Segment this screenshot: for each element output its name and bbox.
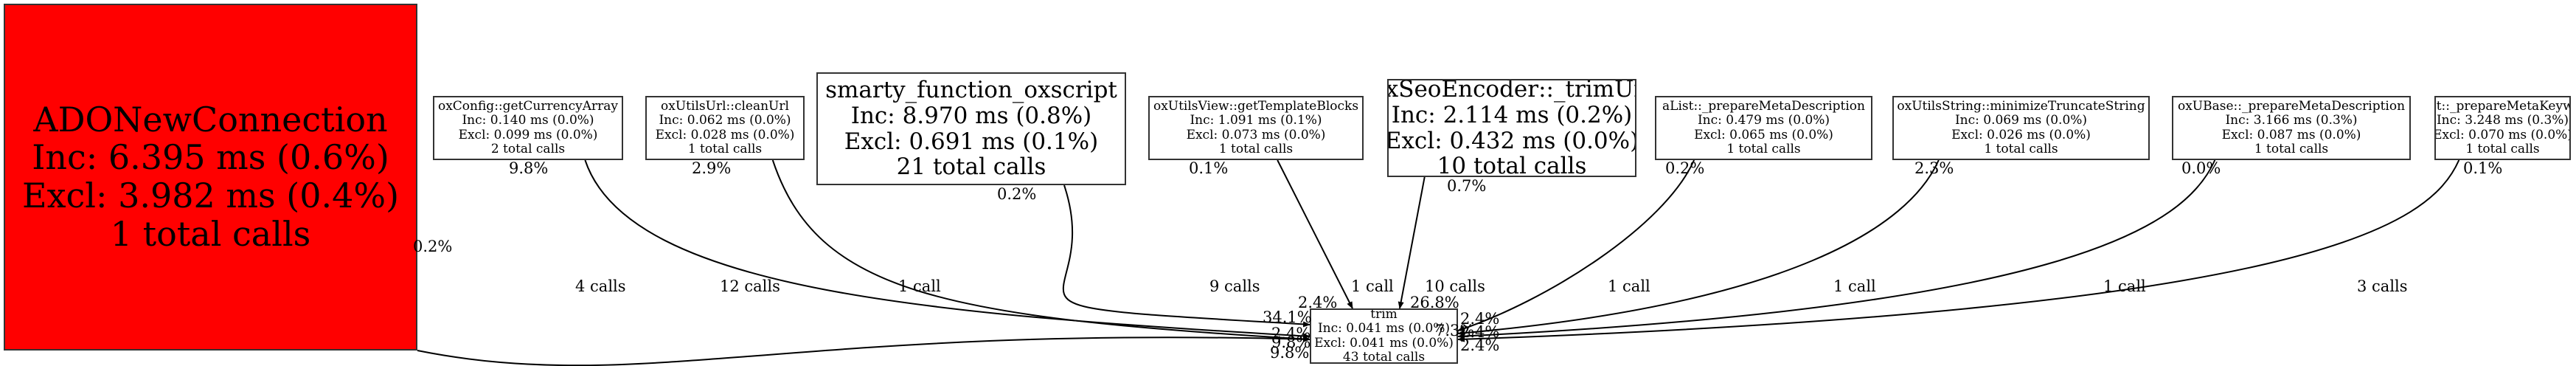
node-inclusive-time: Inc: 8.970 ms (0.8%) — [850, 102, 1092, 129]
node-name: ADONewConnection — [33, 99, 388, 139]
node-total-calls: 1 total calls — [1726, 141, 1801, 156]
node-inclusive-time: Inc: 0.062 ms (0.0%) — [659, 113, 791, 128]
edge-oxseoencoder-trimurl-to-trim — [1398, 176, 1426, 309]
node-inclusive-time: Inc: 0.479 ms (0.0%) — [1697, 113, 1830, 128]
edge-calls-label: 4 calls — [575, 277, 626, 295]
edge-dst-pct: 9.8% — [1271, 334, 1311, 351]
edge-dst-pct: 2.4% — [1460, 336, 1500, 354]
edge-oxutilsurl-cleanurl-to-trim — [771, 159, 1310, 342]
node-name: oxSeoEncoder::_trimUrl — [1387, 79, 1635, 103]
node-total-calls: 21 total calls — [896, 153, 1046, 181]
node-total-calls: 1 total calls — [2254, 141, 2329, 156]
edge-calls-label: 1 call — [1833, 277, 1876, 295]
node-trim-target[interactable]: trim Inc: 0.041 ms (0.0%) Excl: 0.041 ms… — [1310, 308, 1458, 364]
edge-dst-pct: 2.4% — [1460, 310, 1500, 328]
node-name: oxUBase::_prepareMetaDescription — [2177, 99, 2406, 114]
node-name: oxUtilsView::getTemplateBlocks — [1153, 99, 1359, 114]
edge-src-pct: 0.7% — [1447, 177, 1487, 195]
node-smarty-function-oxscript[interactable]: smarty_function_oxscript Inc: 8.970 ms (… — [816, 72, 1126, 185]
node-name: aList::_prepareMetaDescription — [1662, 99, 1865, 114]
edge-dst-pct: 2.4% — [1271, 325, 1311, 342]
edge-calls-label: 10 calls — [1425, 277, 1485, 295]
edge-src-pct: 0.2% — [1665, 159, 1705, 177]
node-exclusive-time: Excl: 0.028 ms (0.0%) — [655, 127, 795, 142]
node-inclusive-time: Inc: 0.069 ms (0.0%) — [1954, 113, 2088, 128]
node-total-calls: 1 total calls — [2465, 141, 2540, 156]
node-exclusive-time: Excl: 0.073 ms (0.0%) — [1186, 127, 1326, 142]
node-inclusive-time: Inc: 3.166 ms (0.3%) — [2225, 113, 2358, 128]
node-exclusive-time: Excl: 0.065 ms (0.0%) — [1694, 127, 1833, 142]
node-total-calls: 43 total calls — [1342, 349, 1426, 364]
node-exclusive-time: Excl: 0.691 ms (0.1%) — [844, 128, 1099, 155]
edge-alist-preparemetadescription-to-trim — [1457, 159, 1695, 331]
node-name: trim — [1370, 308, 1398, 322]
edge-src-pct: 0.1% — [2463, 159, 2503, 177]
node-total-calls: 1 total calls — [1218, 141, 1294, 156]
node-oxubase-preparemetadescription[interactable]: oxUBase::_prepareMetaDescription Inc: 3.… — [2172, 96, 2411, 160]
edge-src-pct: 0.1% — [1189, 159, 1229, 177]
edge-calls-label: 9 calls — [1209, 277, 1260, 295]
node-name: oxConfig::getCurrencyArray — [437, 99, 619, 114]
edge-src-pct: 0.2% — [413, 238, 453, 255]
edge-calls-label: 1 call — [898, 277, 941, 295]
node-alist-preparemetakeyword[interactable]: aList::_prepareMetaKeyword Inc: 3.248 ms… — [2434, 96, 2571, 160]
node-exclusive-time: Excl: 0.432 ms (0.0%) — [1387, 127, 1636, 154]
edge-dst-pct: 2.4% — [1298, 294, 1338, 311]
node-total-calls: 1 total calls — [110, 213, 311, 254]
edge-dst-pct: 34.1% — [1263, 308, 1312, 326]
edge-calls-label: 12 calls — [720, 277, 780, 295]
edge-src-pct: 2.3% — [1914, 159, 1954, 177]
edge-src-pct: 9.8% — [509, 159, 549, 177]
node-exclusive-time: Excl: 3.982 ms (0.4%) — [21, 176, 400, 215]
node-name: oxUtilsString::minimizeTruncateString — [1897, 99, 2145, 114]
edge-smarty-function-oxscript-to-trim — [1062, 184, 1310, 328]
node-oxutilsurl-cleanurl[interactable]: oxUtilsUrl::cleanUrl Inc: 0.062 ms (0.0%… — [645, 96, 805, 160]
node-exclusive-time: Excl: 0.070 ms (0.0%) — [2434, 127, 2571, 142]
node-name: aList::_prepareMetaKeyword — [2436, 99, 2569, 114]
node-inclusive-time: Inc: 1.091 ms (0.1%) — [1190, 113, 1322, 128]
edge-src-pct: 0.2% — [997, 185, 1037, 203]
edge-oxutilsstring-minimizetruncatestring-to-trim — [1457, 159, 1940, 336]
edge-adonewconnection-to-trim — [417, 336, 1310, 366]
node-exclusive-time: Excl: 0.041 ms (0.0%) — [1314, 335, 1454, 351]
node-oxutilsstring-minimizetruncatestring[interactable]: oxUtilsString::minimizeTruncateString In… — [1892, 96, 2150, 160]
edge-oxconfig-getcurrencyarray-to-trim — [584, 159, 1310, 339]
edge-src-pct: 2.9% — [692, 159, 732, 177]
edge-calls-label: 1 call — [1351, 277, 1394, 295]
node-oxconfig-getcurrencyarray[interactable]: oxConfig::getCurrencyArray Inc: 0.140 ms… — [433, 96, 623, 160]
edge-dst-pct: 26.8% — [1410, 294, 1459, 311]
node-inclusive-time: Inc: 0.140 ms (0.0%) — [462, 113, 594, 128]
node-exclusive-time: Excl: 0.087 ms (0.0%) — [2221, 127, 2361, 142]
edge-calls-label: 1 call — [1608, 277, 1650, 295]
edge-alist-preparemetakeyword-to-trim — [1457, 159, 2460, 342]
node-oxseoencoder-trimurl[interactable]: oxSeoEncoder::_trimUrl Inc: 2.114 ms (0.… — [1387, 79, 1636, 177]
node-alist-preparemetadescription[interactable]: aList::_prepareMetaDescription Inc: 0.47… — [1655, 96, 1872, 160]
edge-calls-label: 3 calls — [2357, 277, 2408, 295]
edge-src-pct: 0.0% — [2181, 159, 2221, 177]
node-total-calls: 1 total calls — [687, 141, 763, 156]
edge-oxubase-preparemetadescription-to-trim — [1457, 159, 2216, 339]
node-oxutilsview-gettemplateblocks[interactable]: oxUtilsView::getTemplateBlocks Inc: 1.09… — [1148, 96, 1364, 160]
edge-oxutilsview-gettemplateblocks-to-trim — [1277, 159, 1353, 309]
edge-dst-pct: 7.3% — [1435, 322, 1475, 339]
edge-dst-pct: 9.8% — [1270, 344, 1310, 362]
node-adonewconnection[interactable]: ADONewConnection Inc: 6.395 ms (0.6%) Ex… — [4, 4, 417, 351]
node-total-calls: 10 total calls — [1437, 153, 1587, 177]
node-name: oxUtilsUrl::cleanUrl — [661, 99, 789, 114]
node-name: smarty_function_oxscript — [825, 77, 1117, 104]
node-total-calls: 1 total calls — [1984, 141, 2058, 156]
node-inclusive-time: Inc: 6.395 ms (0.6%) — [32, 137, 389, 178]
node-total-calls: 2 total calls — [490, 141, 566, 156]
edge-dst-pct: 2.4% — [1460, 323, 1500, 341]
edge-calls-label: 1 call — [2103, 277, 2146, 295]
node-inclusive-time: Inc: 0.041 ms (0.0%) — [1317, 321, 1451, 336]
node-inclusive-time: Inc: 3.248 ms (0.3%) — [2436, 113, 2569, 128]
node-exclusive-time: Excl: 0.099 ms (0.0%) — [458, 127, 598, 142]
node-exclusive-time: Excl: 0.026 ms (0.0%) — [1951, 127, 2091, 142]
node-inclusive-time: Inc: 2.114 ms (0.2%) — [1391, 101, 1633, 128]
